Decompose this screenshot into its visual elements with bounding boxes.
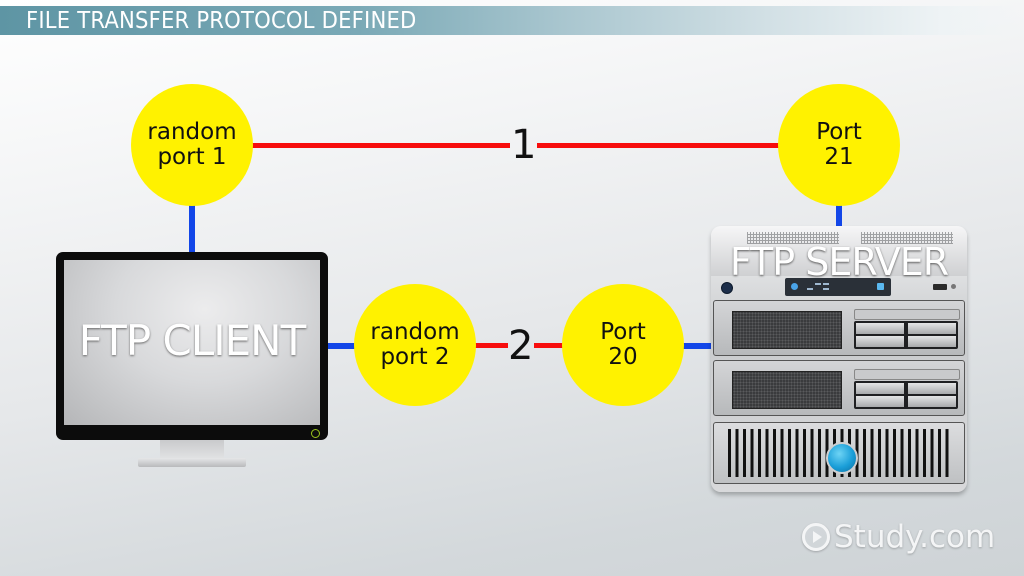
server-vent-right [861, 232, 953, 244]
power-icon [311, 429, 320, 438]
monitor-stand-base [138, 458, 246, 467]
title-bar: FILE TRANSFER PROTOCOL DEFINED [0, 6, 1024, 35]
logo-text: Study.com [834, 519, 996, 555]
server-link-2 [683, 343, 711, 349]
random-port-1-circle: random port 1 [131, 84, 253, 206]
study-com-logo: Study.com [802, 519, 995, 555]
server-control-panel [785, 278, 891, 296]
server-link-1 [836, 205, 842, 227]
status-led-icon [791, 283, 798, 290]
indicator-dash [823, 283, 829, 285]
client-link-1 [189, 205, 195, 253]
port-20-label-line1: Port [600, 319, 646, 345]
drive-icon [908, 396, 956, 407]
connection-2-line-right [534, 343, 564, 348]
monitor-screen: FTP CLIENT [64, 260, 320, 425]
server-vent-left [747, 232, 839, 244]
server-bottom-bay [713, 422, 965, 484]
random-port-2-label-line1: random [370, 319, 460, 345]
ftp-server-label: FTP SERVER [729, 240, 949, 284]
client-link-2 [328, 343, 355, 349]
indicator-dash [823, 288, 829, 290]
port-20-label-line2: 20 [608, 344, 638, 370]
indicator-dot-icon [951, 284, 956, 289]
bay-1-slot [854, 309, 960, 320]
connection-2-line-left [474, 343, 508, 348]
drive-icon [856, 323, 904, 334]
monitor-stand-neck [160, 440, 224, 460]
drive-icon [856, 383, 904, 394]
server-blue-button-icon [826, 442, 858, 474]
page-title: FILE TRANSFER PROTOCOL DEFINED [26, 8, 417, 34]
ftp-client-label: FTP CLIENT [78, 316, 306, 365]
ftp-client-monitor: FTP CLIENT [56, 252, 328, 440]
bay-1-mesh [732, 311, 842, 349]
indicator-dash [815, 283, 821, 285]
random-port-1-label-line1: random [147, 119, 237, 145]
play-circle-icon [802, 523, 830, 551]
bay-2-mesh [732, 371, 842, 409]
display-icon [877, 283, 884, 290]
random-port-2-label-line2: port 2 [380, 344, 450, 370]
connection-1-line-left [252, 143, 510, 148]
connection-2-number: 2 [508, 323, 534, 369]
bay-1-drives [854, 321, 958, 349]
port-21-label-line2: 21 [824, 144, 854, 170]
drive-icon [908, 323, 956, 334]
bay-2-drives [854, 381, 958, 409]
server-power-icon [721, 282, 733, 294]
port-21-label-line1: Port [816, 119, 862, 145]
indicator-dash [807, 288, 813, 290]
random-port-1-label-line2: port 1 [157, 144, 227, 170]
port-21-circle: Port 21 [778, 84, 900, 206]
server-top-panel [711, 226, 967, 276]
ftp-server: FTP SERVER [711, 226, 967, 492]
usb-port-icon [933, 284, 947, 290]
drive-icon [856, 396, 904, 407]
drive-icon [908, 336, 956, 347]
bay-2-slot [854, 369, 960, 380]
connection-1-number: 1 [511, 122, 537, 168]
server-bay-2 [713, 360, 965, 416]
random-port-2-circle: random port 2 [354, 284, 476, 406]
drive-icon [908, 383, 956, 394]
drive-icon [856, 336, 904, 347]
connection-1-line-right [537, 143, 782, 148]
port-20-circle: Port 20 [562, 284, 684, 406]
server-bay-1 [713, 300, 965, 356]
